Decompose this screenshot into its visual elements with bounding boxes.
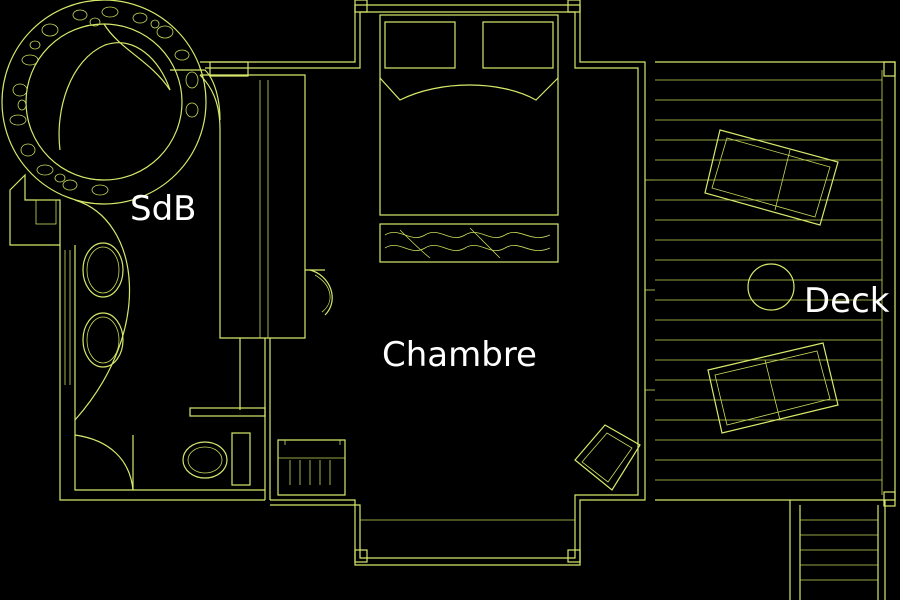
bedroom-walls: [200, 0, 655, 566]
round-shower: [1, 0, 221, 205]
bathroom-door: [74, 434, 134, 491]
armchair: [574, 424, 641, 491]
bed: [379, 14, 559, 263]
vanity: [74, 199, 130, 421]
desk-chair: [277, 439, 346, 496]
deck: [655, 61, 896, 600]
closet-partition: [189, 74, 333, 500]
bathroom-walls: [9, 173, 265, 501]
room-label-bathroom: SdB: [130, 189, 197, 229]
room-label-deck: Deck: [804, 281, 890, 321]
toilet: [182, 432, 251, 486]
room-label-bedroom: Chambre: [382, 335, 537, 375]
